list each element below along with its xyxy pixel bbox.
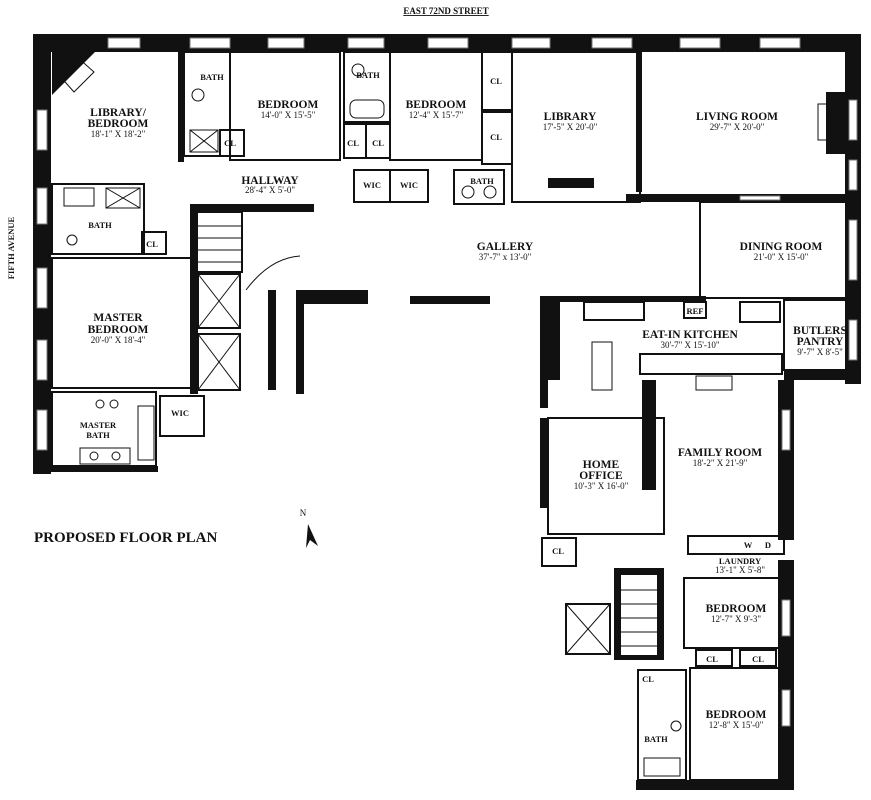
family-room-dims: 18'-2" X 21'-9" — [693, 458, 748, 468]
master-bedroom-dims: 20'-0" X 18'-4" — [91, 335, 146, 345]
street-label: EAST 72ND STREET — [403, 6, 488, 16]
butlers-pantry-dims: 9'-7" X 8'-5" — [797, 347, 843, 357]
refrigerator-label: REF — [687, 306, 704, 316]
bedroom-3-label: BEDROOM 12'-7" X 9'-3" — [706, 603, 767, 624]
family-room-label: FAMILY ROOM 18'-2" X 21'-9" — [678, 447, 762, 468]
north-label: N — [300, 508, 307, 518]
eat-in-kitchen-label: EAT-IN KITCHEN 30'-7" X 15'-10" — [642, 329, 738, 350]
exterior-walls — [33, 34, 861, 474]
closet-label-2: CL — [347, 138, 359, 148]
home-office-name-2: OFFICE — [579, 470, 623, 482]
closet-label-10: CL — [642, 674, 654, 684]
washer-label: W — [744, 540, 753, 550]
dining-room-label: DINING ROOM 21'-0" X 15'-0" — [740, 241, 823, 262]
closet-label-9: CL — [752, 654, 764, 664]
home-office-label: HOME OFFICE 10'-3" X 16'-0" — [574, 459, 629, 491]
bedroom-4-dims: 12'-8" X 15'-0" — [709, 720, 764, 730]
north-arrow-icon: N — [300, 508, 318, 548]
wic-label-2: WIC — [400, 180, 418, 190]
home-office-name-1: HOME — [583, 459, 620, 471]
family-room-name: FAMILY ROOM — [678, 447, 762, 459]
closet-label-3: CL — [372, 138, 384, 148]
small-room-labels: BATH BATH BATH BATH BATH CL CL CL CL CL … — [88, 70, 771, 744]
closet-label-5: CL — [490, 132, 502, 142]
hallway-label: HALLWAY 28'-4" X 5'-0" — [241, 175, 299, 195]
bath-label-3: BATH — [88, 220, 112, 230]
library-bedroom-name-1: LIBRARY/ — [90, 107, 147, 119]
bedroom-2-label: BEDROOM 12'-4" X 15'-7" — [406, 99, 467, 120]
interior-walls — [33, 51, 861, 790]
library-dims: 17'-5" X 20'-0" — [543, 122, 598, 132]
bath-label-2: BATH — [356, 70, 380, 80]
closet-label-6: CL — [146, 239, 158, 249]
laundry-label: LAUNDRY 13'-1" X 5'-8" — [715, 556, 765, 575]
gallery-dims: 37'-7" x 13'-0" — [479, 252, 532, 262]
gallery-name: GALLERY — [477, 241, 534, 253]
bath-label-1: BATH — [200, 72, 224, 82]
master-bedroom-name-1: MASTER — [93, 312, 143, 324]
eat-in-kitchen-name: EAT-IN KITCHEN — [642, 329, 738, 341]
dryer-label: D — [765, 540, 771, 550]
bedroom-1-label: BEDROOM 14'-0" X 15'-5" — [258, 99, 319, 120]
bedroom-1-name: BEDROOM — [258, 99, 319, 111]
butlers-pantry-name-1: BUTLERS — [793, 325, 847, 337]
bedroom-1-dims: 14'-0" X 15'-5" — [261, 110, 316, 120]
home-office-dims: 10'-3" X 16'-0" — [574, 481, 629, 491]
library-name: LIBRARY — [544, 111, 597, 123]
dining-room-name: DINING ROOM — [740, 241, 823, 253]
bedroom-4-label: BEDROOM 12'-8" X 15'-0" — [706, 709, 767, 730]
butlers-pantry-label: BUTLERS PANTRY 9'-7" X 8'-5" — [793, 325, 847, 357]
closet-label-7: CL — [552, 546, 564, 556]
laundry-dims: 13'-1" X 5'-8" — [715, 565, 765, 575]
plan-title: PROPOSED FLOOR PLAN — [34, 530, 218, 546]
master-bath-name-2: BATH — [86, 430, 110, 440]
master-bedroom-label: MASTER BEDROOM 20'-0" X 18'-4" — [88, 312, 149, 345]
hallway-dims: 28'-4" X 5'-0" — [245, 185, 295, 195]
library-bedroom-label: LIBRARY/ BEDROOM 18'-1" X 18'-2" — [88, 107, 149, 139]
closet-label-8: CL — [706, 654, 718, 664]
closet-label-1: CL — [224, 138, 236, 148]
closet-label-4: CL — [490, 76, 502, 86]
bedroom-4-name: BEDROOM — [706, 709, 767, 721]
laundry-name: LAUNDRY — [719, 556, 761, 566]
bedroom-2-name: BEDROOM — [406, 99, 467, 111]
bedroom-3-dims: 12'-7" X 9'-3" — [711, 614, 761, 624]
eat-in-kitchen-dims: 30'-7" X 15'-10" — [660, 340, 719, 350]
butlers-pantry-name-2: PANTRY — [797, 336, 844, 348]
living-room-dims: 29'-7" X 20'-0" — [710, 122, 765, 132]
library-bedroom-name-2: BEDROOM — [88, 118, 149, 130]
bath-label-4: BATH — [470, 176, 494, 186]
library-bedroom-dims: 18'-1" X 18'-2" — [91, 129, 146, 139]
dining-room-dims: 21'-0" X 15'-0" — [754, 252, 809, 262]
avenue-label: FIFTH AVENUE — [6, 216, 16, 279]
master-bedroom-name-2: BEDROOM — [88, 324, 149, 336]
master-bath-name-1: MASTER — [80, 420, 117, 430]
hallway-name: HALLWAY — [241, 175, 299, 187]
gallery-label: GALLERY 37'-7" x 13'-0" — [477, 241, 534, 262]
bedroom-3-name: BEDROOM — [706, 603, 767, 615]
living-room-label: LIVING ROOM 29'-7" X 20'-0" — [696, 111, 778, 132]
wic-label-3: WIC — [171, 408, 189, 418]
library-label: LIBRARY 17'-5" X 20'-0" — [543, 111, 598, 132]
bath-label-5: BATH — [644, 734, 668, 744]
bedroom-2-dims: 12'-4" X 15'-7" — [409, 110, 464, 120]
living-room-name: LIVING ROOM — [696, 111, 778, 123]
wic-label-1: WIC — [363, 180, 381, 190]
master-bath-label: MASTER BATH — [80, 420, 117, 440]
